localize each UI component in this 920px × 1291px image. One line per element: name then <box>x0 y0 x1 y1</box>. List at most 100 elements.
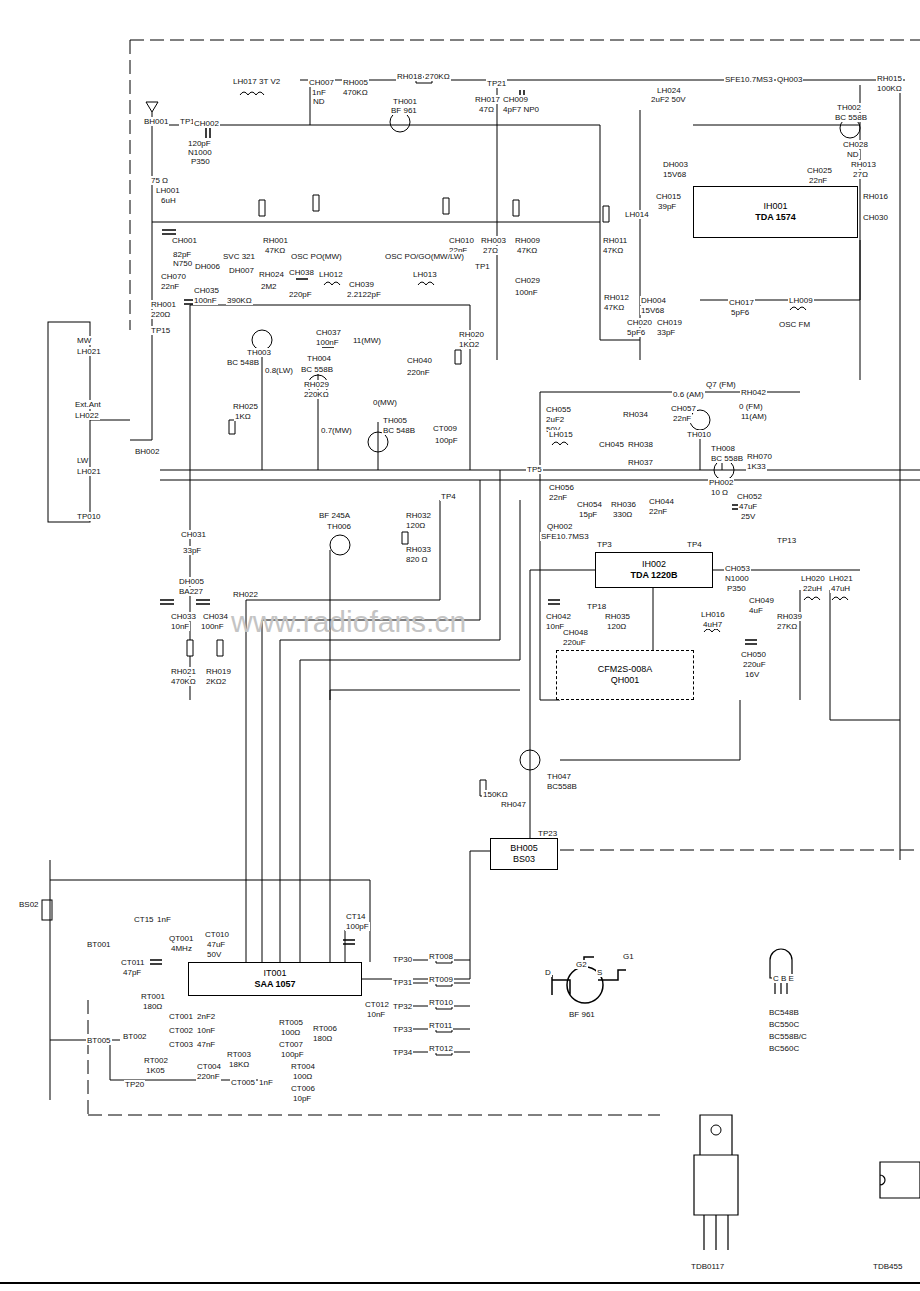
component-label: RH021 <box>170 667 197 676</box>
component-label: RH019 <box>205 667 232 676</box>
component-label: TH004 <box>306 354 332 363</box>
component-label: 180Ω <box>142 1002 163 1011</box>
component-label: QH003 <box>776 75 803 84</box>
component-label: CH033 <box>170 612 197 621</box>
component-label: 22uH <box>802 584 823 593</box>
component-label: 22nF <box>160 282 180 291</box>
component-label: CH049 <box>748 596 775 605</box>
component-label: CT15 <box>133 915 155 924</box>
component-label: 120Ω <box>405 521 426 530</box>
component-label: 5pF6 <box>730 308 750 317</box>
component-label: RH034 <box>622 410 649 419</box>
frame-dashed <box>88 40 920 1115</box>
component-label: RT006 <box>312 1024 338 1033</box>
component-label: 1nF <box>258 1078 274 1087</box>
capacitor-symbol <box>150 90 757 964</box>
component-label: BC560C <box>768 1044 800 1053</box>
component-label: G1 <box>622 952 635 961</box>
component-label: BC548B <box>768 1008 800 1017</box>
component-label: BC 548B <box>382 426 416 435</box>
component-label: RT004 <box>290 1062 316 1071</box>
component-label: 27Ω <box>852 170 869 179</box>
component-label: 2.2122pF <box>346 290 382 299</box>
transistor-symbol <box>690 410 710 430</box>
component-label: 47pF <box>122 968 142 977</box>
component-label: 47nF <box>196 1040 216 1049</box>
component-label: CT004 <box>196 1062 222 1071</box>
component-label: TP34 <box>392 1048 413 1057</box>
component-label: TP33 <box>392 1025 413 1034</box>
component-label: CH054 <box>576 500 603 509</box>
component-label: 4uH7 <box>702 620 723 629</box>
component-label: 75 Ω <box>150 176 169 185</box>
component-label: OSC FM <box>778 320 811 329</box>
coil-symbol <box>240 92 848 632</box>
component-label: RT011 <box>428 1021 453 1030</box>
component-label: PH002 <box>708 478 734 487</box>
component-label: 10pF <box>292 1094 312 1103</box>
node-text: CFM2S-008A <box>598 664 653 675</box>
component-label: CH030 <box>862 213 889 222</box>
page-rule <box>0 1282 920 1284</box>
component-label: RT009 <box>428 975 454 984</box>
node-text: BH005 <box>510 843 538 854</box>
connector-box: BH005BS03 <box>490 838 558 870</box>
component-label: N750 <box>172 259 193 268</box>
component-label: LH024 <box>656 86 682 95</box>
component-label: CT002 <box>168 1026 194 1035</box>
package-bf961 <box>552 957 626 1003</box>
component-label: BC550C <box>768 1020 800 1029</box>
component-label: CH037 <box>315 328 342 337</box>
component-label: CH055 <box>545 405 572 414</box>
component-label: 220uF <box>742 660 767 669</box>
node-text: SAA 1057 <box>254 979 295 990</box>
component-label: S <box>596 968 603 977</box>
component-label: 270KΩ <box>424 72 451 81</box>
component-label: TH001 <box>392 97 418 106</box>
component-label: TP15 <box>150 326 171 335</box>
component-label: 3T V2 <box>258 77 281 86</box>
component-label: N1000 <box>724 574 750 583</box>
component-label: 220nF <box>406 368 431 377</box>
component-label: 330Ω <box>612 510 633 519</box>
transistor-symbol <box>252 112 860 770</box>
component-label: 33pF <box>656 328 676 337</box>
component-label: 22nF <box>672 414 692 423</box>
component-label: CH070 <box>160 272 187 281</box>
component-label: LH022 <box>74 411 100 420</box>
component-label: CH019 <box>656 318 683 327</box>
component-label: RH029 <box>303 380 330 389</box>
component-label: N1000 <box>187 148 213 157</box>
component-label: 100nF <box>193 296 218 305</box>
component-label: P350 <box>726 584 747 593</box>
package-to92 <box>770 949 792 994</box>
component-label: BT002 <box>122 1032 148 1041</box>
component-label: RT012 <box>428 1044 454 1053</box>
node-text: IH001 <box>763 201 787 212</box>
transistor-symbol <box>390 112 410 132</box>
component-label: 16V <box>744 670 760 679</box>
component-label: CH048 <box>562 628 589 637</box>
component-label: RH009 <box>514 236 541 245</box>
component-label: BC 558B <box>300 365 334 374</box>
component-label: 2nF2 <box>196 1012 216 1021</box>
component-label: RH035 <box>604 612 631 621</box>
component-label: BH001 <box>143 117 169 126</box>
component-label: BT005 <box>86 1036 112 1045</box>
component-label: 0 (FM) <box>738 402 764 411</box>
component-label: RT005 <box>278 1018 304 1027</box>
component-label: LH012 <box>318 270 344 279</box>
component-label: LH017 <box>232 77 258 86</box>
transistor-symbol <box>714 460 734 480</box>
component-label: 0.7(MW) <box>320 426 353 435</box>
component-label: TH008 <box>710 444 736 453</box>
transistor-symbol <box>252 330 272 350</box>
component-label: TP4 <box>440 492 457 501</box>
component-label: BC 558B <box>834 113 868 122</box>
component-label: 2M2 <box>260 282 278 291</box>
node-text: IT001 <box>263 968 286 979</box>
component-label: TH047 <box>546 772 572 781</box>
component-label: RH042 <box>740 388 767 397</box>
wire <box>50 80 920 1100</box>
component-label: 2uF2 <box>545 415 565 424</box>
